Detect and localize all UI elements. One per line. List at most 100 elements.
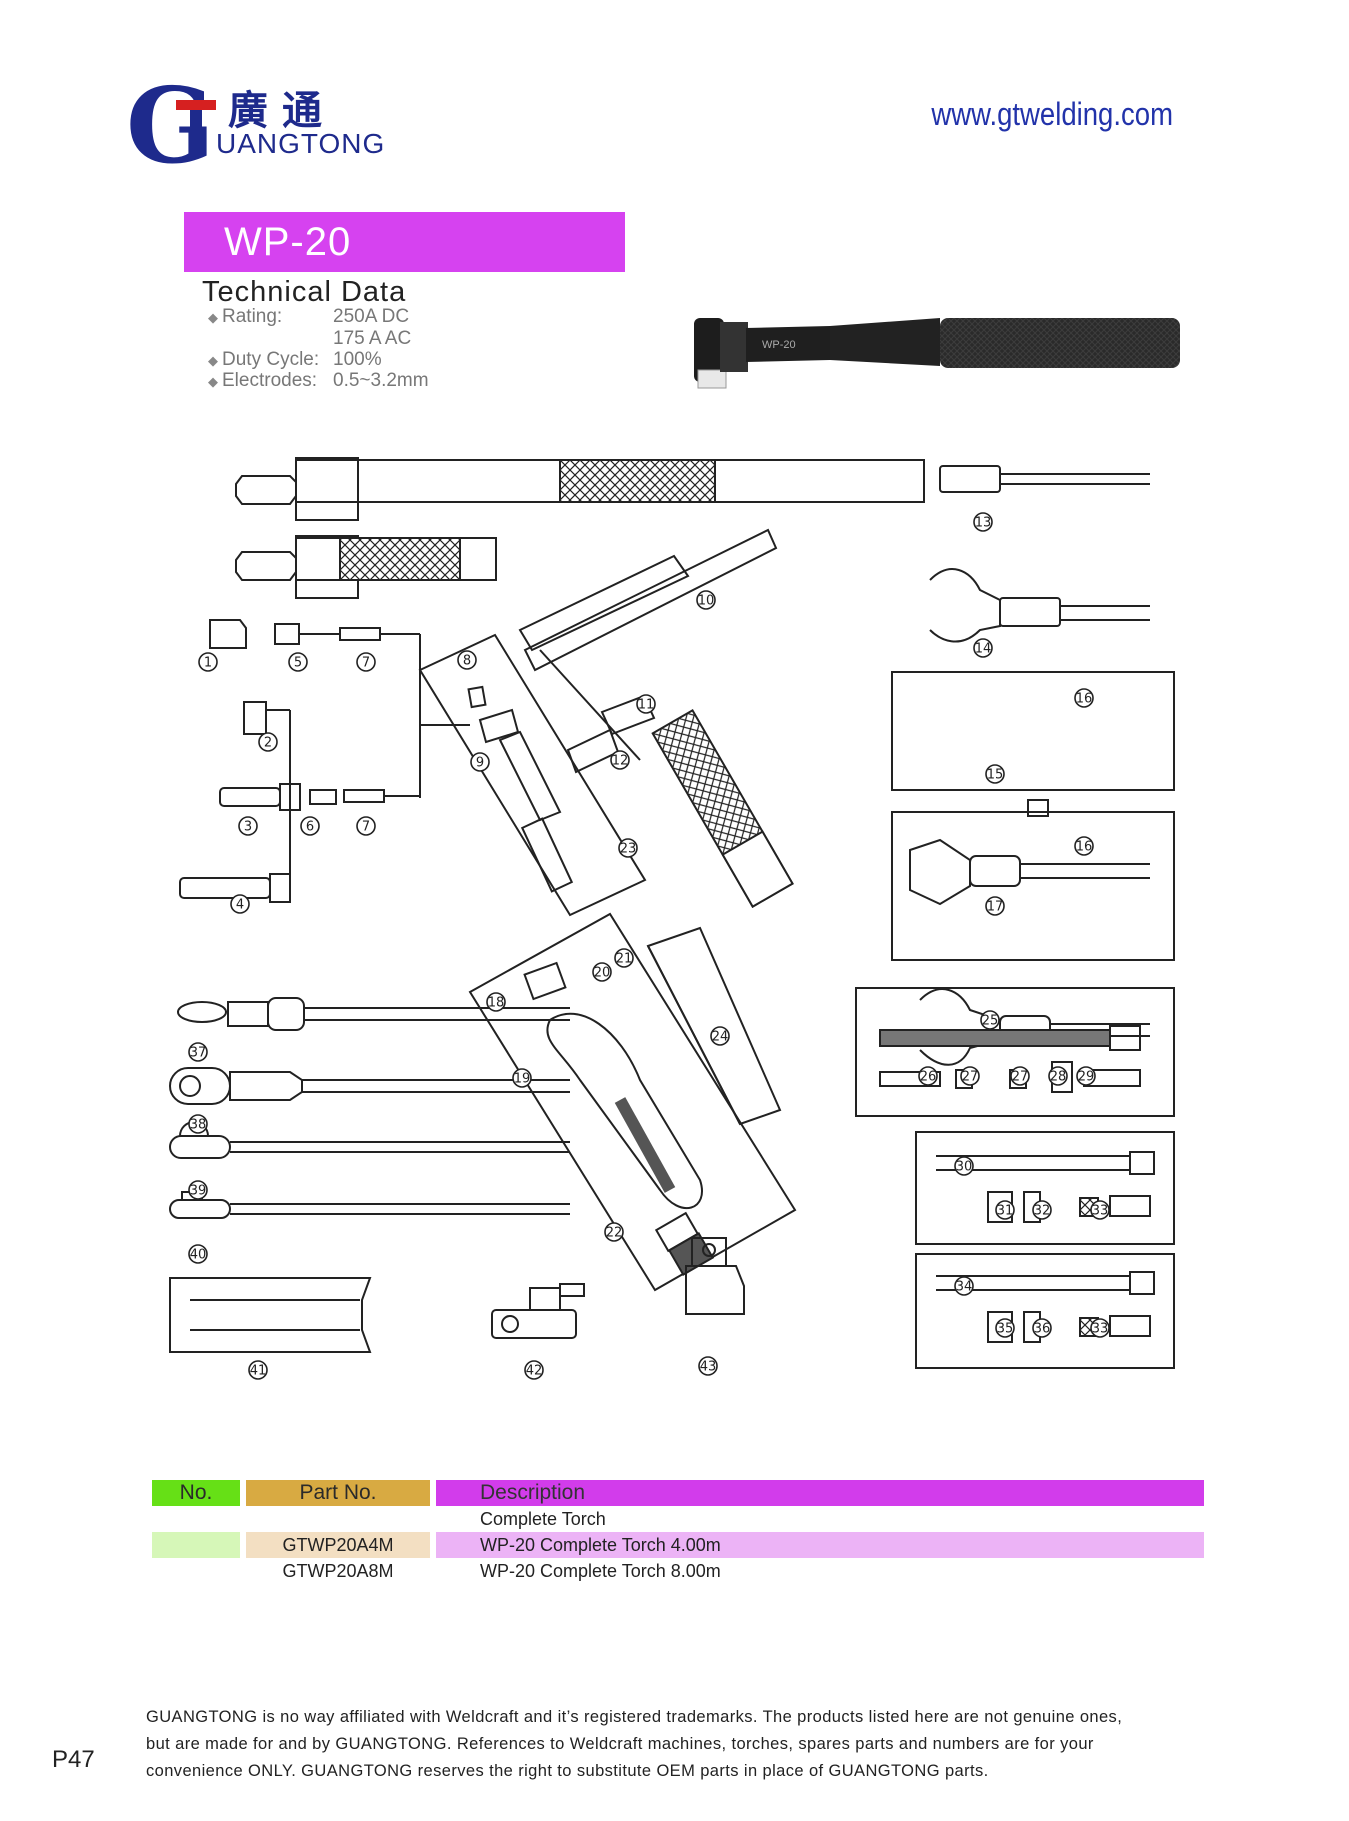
page-title: WP-20 (224, 220, 352, 264)
callout-label: 8 (463, 654, 471, 669)
callout-label: 24 (712, 1030, 729, 1045)
table-header-no: No. (152, 1480, 240, 1506)
callout-7: 7 (356, 816, 376, 836)
callout-label: 11 (638, 698, 655, 713)
callout-28: 28 (1048, 1066, 1068, 1086)
callout-21: 21 (614, 948, 634, 968)
callout-11: 11 (636, 694, 656, 714)
callout-label: 40 (190, 1248, 207, 1263)
callout-41: 41 (248, 1360, 268, 1380)
table-row-2-desc: WP-20 Complete Torch 8.00m (480, 1561, 721, 1581)
callout-label: 22 (606, 1226, 623, 1241)
callout-34: 34 (954, 1276, 974, 1296)
rating-ac: 175 A AC (333, 328, 412, 349)
callout-label: 30 (956, 1160, 973, 1175)
torch-photo: WP-20 (694, 318, 1180, 389)
duty-cycle-value: 100% (333, 349, 382, 370)
callout-35: 35 (995, 1318, 1015, 1338)
callout-36: 36 (1032, 1318, 1052, 1338)
logo-t-mark (176, 100, 216, 156)
rating-dc: 250A DC (333, 306, 410, 327)
callout-22: 22 (604, 1222, 624, 1242)
callout-3: 3 (238, 816, 258, 836)
disclaimer: GUANGTONG is no way affiliated with Weld… (146, 1704, 1216, 1785)
callout-label: 12 (612, 754, 629, 769)
table-row-0-part (246, 1506, 430, 1532)
callout-14: 14 (973, 638, 993, 658)
callout-17: 17 (985, 896, 1005, 916)
callout-label: 36 (1034, 1322, 1051, 1337)
callout-40: 40 (188, 1244, 208, 1264)
callout-label: 31 (997, 1204, 1014, 1219)
callout-27: 27 (960, 1066, 980, 1086)
callout-5: 5 (288, 652, 308, 672)
callout-4: 4 (230, 894, 250, 914)
callout-label: 33 (1092, 1204, 1109, 1219)
disclaimer-line-2: but are made for and by GUANGTONG. Refer… (146, 1735, 1094, 1753)
callout-1: 1 (198, 652, 218, 672)
electrodes-label: ◆Electrodes: (208, 370, 318, 391)
callout-18: 18 (486, 992, 506, 1012)
callout-9: 9 (470, 752, 490, 772)
callout-label: 7 (362, 820, 370, 835)
callout-label: 35 (997, 1322, 1014, 1337)
table-row-0-desc: Complete Torch (480, 1509, 606, 1529)
duty-cycle-label: ◆Duty Cycle: (208, 349, 320, 370)
callout-label: 39 (190, 1184, 207, 1199)
callout-7: 7 (356, 652, 376, 672)
callout-12: 12 (610, 750, 630, 770)
callout-label: 6 (306, 820, 314, 835)
callout-32: 32 (1032, 1200, 1052, 1220)
callout-label: 10 (698, 594, 715, 609)
callout-label: 37 (190, 1046, 207, 1061)
rating-label: ◆Rating: (208, 306, 283, 327)
callout-label: 18 (488, 996, 505, 1011)
callout-label: 1 (204, 656, 212, 671)
table-row-2-part: GTWP20A8M (282, 1561, 394, 1581)
callout-2: 2 (258, 732, 278, 752)
callout-label: 32 (1034, 1204, 1051, 1219)
callout-25: 25 (980, 1010, 1000, 1030)
callout-33: 33 (1090, 1318, 1110, 1338)
website-url[interactable]: www.gtwelding.com (931, 96, 1173, 132)
callout-10: 10 (696, 590, 716, 610)
table-header-part-no: Part No. (246, 1480, 430, 1506)
callout-37: 37 (188, 1042, 208, 1062)
callout-15: 15 (985, 764, 1005, 784)
callout-20: 20 (592, 962, 612, 982)
callout-42: 42 (524, 1360, 544, 1380)
torch-body-label: WP-20 (762, 339, 796, 351)
callout-label: 16 (1076, 692, 1093, 707)
callout-label: 19 (514, 1072, 531, 1087)
callout-label: 28 (1050, 1070, 1067, 1085)
callout-label: 34 (956, 1280, 973, 1295)
callout-13: 13 (973, 512, 993, 532)
callout-16: 16 (1074, 836, 1094, 856)
table-row-1-desc: WP-20 Complete Torch 4.00m (436, 1532, 1204, 1558)
callout-29: 29 (1076, 1066, 1096, 1086)
logo-english-name: UANGTONG (216, 128, 386, 159)
table-header-description: Description (436, 1480, 1204, 1506)
disclaimer-line-3: convenience ONLY. GUANGTONG reserves the… (146, 1762, 989, 1780)
callout-33: 33 (1090, 1200, 1110, 1220)
callout-19: 19 (512, 1068, 532, 1088)
callout-label: 4 (236, 898, 244, 913)
technical-data-heading: Technical Data (202, 276, 407, 308)
callout-label: 21 (616, 952, 633, 967)
callout-label: 16 (1076, 840, 1093, 855)
callout-label: 27 (962, 1070, 979, 1085)
callout-43: 43 (698, 1356, 718, 1376)
callout-label: 41 (250, 1364, 267, 1379)
callout-label: 14 (975, 642, 992, 657)
callout-label: 43 (700, 1360, 717, 1375)
callout-label: 26 (920, 1070, 937, 1085)
callout-label: 20 (594, 966, 611, 981)
callout-6: 6 (300, 816, 320, 836)
callout-label: 5 (294, 656, 302, 671)
title-banner: WP-20 (184, 212, 625, 272)
callout-label: 3 (244, 820, 252, 835)
callout-label: 17 (987, 900, 1004, 915)
callout-label: 25 (982, 1014, 999, 1029)
callout-label: 7 (362, 656, 370, 671)
